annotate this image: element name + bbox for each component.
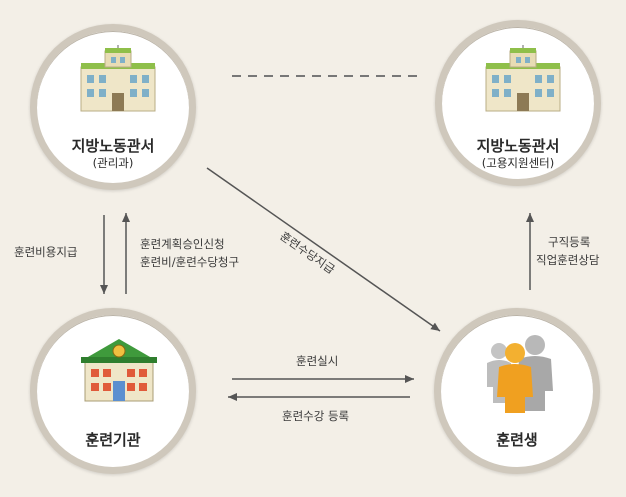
node-training-institution: 훈련기관 <box>30 308 196 474</box>
label-training-conduct: 훈련실시 <box>296 354 339 368</box>
office-building-icon <box>80 45 156 112</box>
node-subtitle: (관리과) <box>92 156 134 170</box>
school-building-icon <box>81 339 157 402</box>
node-title: 지방노동관서 <box>71 137 155 155</box>
office-building-icon <box>485 45 561 112</box>
node-title: 훈련생 <box>496 431 538 449</box>
node-subtitle: (고용지원센터) <box>481 156 555 170</box>
label-plan-approval-line1: 훈련계획승인신청 <box>140 237 225 251</box>
label-job-registration-line1: 구직등록 <box>548 235 591 249</box>
node-labor-office-employment-center: 지방노동관서 (고용지원센터) <box>435 20 601 186</box>
label-cost-payment: 훈련비용지급 <box>14 245 78 259</box>
label-course-registration: 훈련수강 등록 <box>282 409 350 423</box>
arrow-allowance-payment <box>206 167 441 332</box>
label-plan-approval-line2: 훈련비/훈련수당청구 <box>140 255 240 269</box>
node-title: 지방노동관서 <box>476 137 560 155</box>
people-icon <box>487 335 553 413</box>
label-job-registration-line2: 직업훈련상담 <box>536 253 600 267</box>
node-trainee: 훈련생 <box>434 308 600 474</box>
node-title: 훈련기관 <box>85 431 141 449</box>
node-labor-office-management: 지방노동관서 (관리과) <box>30 24 196 190</box>
